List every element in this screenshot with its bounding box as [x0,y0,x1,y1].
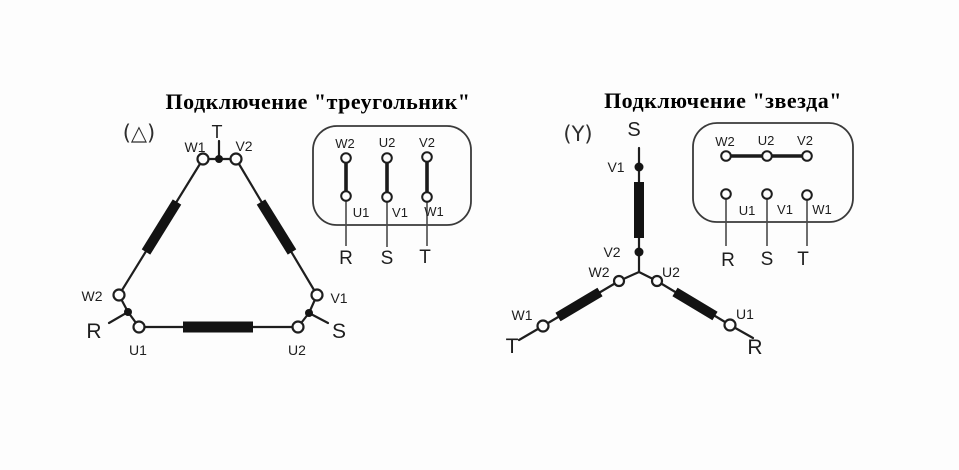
delta-box-label-top-1: W2 [335,136,355,151]
star-winding-left [555,287,603,322]
delta-terminal-v1 [310,288,324,302]
delta-terminal-w1 [196,152,210,166]
delta-box-terminal-w1 [421,191,433,203]
star-label-w1: W1 [512,307,533,323]
delta-node-top [215,155,223,163]
star-box-label-bottom-3: W1 [812,202,832,217]
star-terminal-u2 [650,274,664,288]
delta-box-terminal-w2 [340,152,352,164]
star-box-label-bottom-1: U1 [739,203,756,218]
delta-box-terminal-v1 [381,191,393,203]
delta-label-v2: V2 [235,138,252,154]
star-box-label-top-1: W2 [715,134,735,149]
star-terminal-box-outline [692,122,854,223]
delta-label-w1: W1 [185,139,206,155]
delta-box-phase-r: R [339,248,353,269]
delta-box-label-bottom-3: W1 [424,204,444,219]
delta-label-v1: V1 [330,290,347,306]
delta-phase-label-top: T [212,122,223,142]
star-terminal-w2 [612,274,626,288]
delta-phase-label-left: R [86,320,101,343]
delta-box-label-top-3: V2 [419,135,435,150]
delta-terminal-u2 [291,320,305,334]
delta-box-label-bottom-1: U1 [353,205,370,220]
delta-title: Подключение "треугольник" [166,89,471,114]
delta-terminal-box: W2 U2 V2 U1 V1 W1 R S T [312,125,472,269]
star-box-terminal-v1 [761,188,773,200]
delta-diagram: Подключение "треугольник" (△) [82,89,472,358]
delta-label-w2: W2 [82,288,103,304]
delta-box-terminal-v2 [421,151,433,163]
delta-node-left [124,308,132,316]
delta-terminal-v2 [229,152,243,166]
star-diagram: Подключение "звезда" (Y) S V1 V2 W2 U2 W… [506,88,854,359]
star-node-v1 [634,162,644,172]
star-winding-right [672,287,718,321]
star-box-phase-t: T [797,249,809,270]
delta-terminal-u1 [132,320,146,334]
star-node-v2 [634,247,644,257]
delta-box-label-bottom-2: V1 [392,205,408,220]
star-symbol: (Y) [563,122,592,146]
star-phase-label-left: T [506,335,519,358]
star-label-u1: U1 [736,306,754,322]
delta-symbol: (△) [123,121,156,145]
delta-terminal-w2 [112,288,126,302]
star-label-w2: W2 [589,264,610,280]
star-title: Подключение "звезда" [604,88,842,113]
star-wiring [517,146,755,342]
star-box-phase-r: R [721,250,735,271]
delta-wiring [107,139,330,334]
delta-box-label-top-2: U2 [379,135,396,150]
star-phase-label-right: R [747,336,762,359]
delta-winding-right [256,199,297,255]
star-label-v1: V1 [607,159,624,175]
delta-label-u2: U2 [288,342,306,358]
star-terminal-u1 [723,318,737,332]
delta-box-terminal-u1 [340,190,352,202]
star-box-terminal-u2 [761,150,773,162]
delta-node-right [305,309,313,317]
star-terminal-w1 [536,319,550,333]
star-box-label-top-3: V2 [797,133,813,148]
star-box-terminal-w1 [801,189,813,201]
delta-label-u1: U1 [129,342,147,358]
delta-winding-left [141,199,182,255]
star-box-label-bottom-2: V1 [777,202,793,217]
delta-box-terminal-u2 [381,152,393,164]
star-box-phase-s: S [761,249,774,270]
star-phase-label-top: S [627,119,640,141]
delta-terminal-box-outline [312,125,472,226]
delta-box-phase-t: T [419,247,431,268]
star-label-v2: V2 [603,244,620,260]
delta-box-phase-s: S [381,248,394,269]
star-label-u2: U2 [662,264,680,280]
star-box-label-top-2: U2 [758,133,775,148]
delta-phase-label-right: S [332,320,346,343]
star-box-terminal-w2 [720,150,732,162]
star-terminal-box: W2 U2 V2 U1 V1 W1 R S T [692,122,854,271]
star-box-terminal-u1 [720,188,732,200]
star-box-terminal-v2 [801,150,813,162]
